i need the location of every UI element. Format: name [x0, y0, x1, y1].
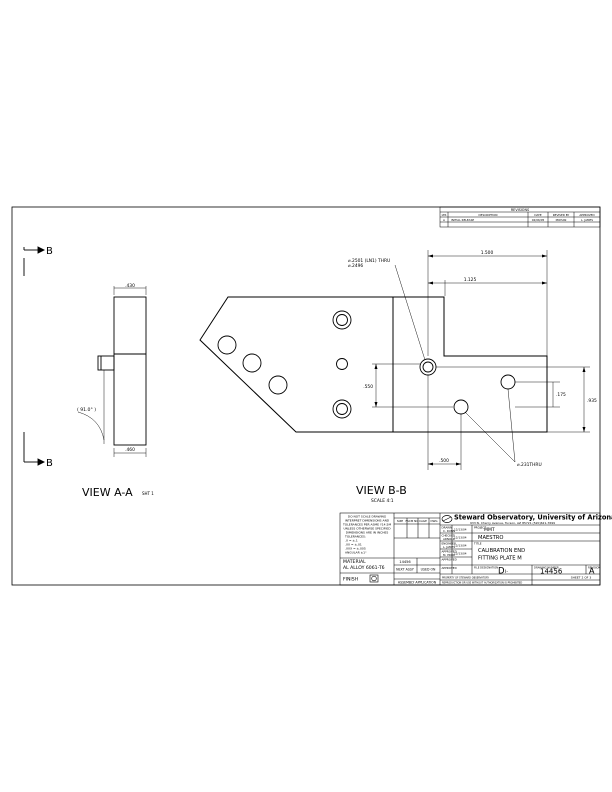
title-note: .XXX = ±.005 [345, 547, 366, 551]
title-note: TOLERANCES: [344, 535, 366, 539]
view-bb-counterbored-holes [332, 310, 352, 419]
revisions-block [439, 206, 601, 228]
view-bb-part-outline [199, 296, 548, 433]
observatory-logo-icon [441, 515, 453, 523]
rev-header-approved: APPROVED [579, 213, 594, 217]
section-marker-bottom [23, 432, 46, 466]
view-aa-dim-top: .430 [125, 283, 135, 289]
rev-header-description: DESCRIPTION [479, 213, 498, 217]
title-note: DO NOT SCALE DRAWING [348, 515, 387, 519]
revision-value: A [589, 567, 595, 576]
section-marker-top [23, 246, 46, 276]
material-label: MATERIAL [343, 559, 366, 565]
title-note: .X = ±.1 [345, 539, 358, 543]
title-note: UNLESS OTHERWISE SPECIFIED [343, 527, 391, 531]
file-designation-value: D [498, 567, 505, 577]
rev-row-revised-by: MOHAN [556, 218, 567, 222]
title-org: Steward Observatory, University of Arizo… [454, 514, 612, 522]
used-on-label: USED ON [421, 568, 436, 572]
rev-row-ltr: A [443, 218, 445, 222]
view-aa-sheet-ref: SHT 1 [142, 491, 154, 496]
drawing-number-label: DRAWING NUMBER [534, 566, 559, 570]
signature-role: CHECKED [442, 534, 456, 538]
title-line1: CALIBRATION END [478, 548, 525, 554]
title-note: TOLERANCES PER ASME Y14.5M [342, 523, 392, 527]
title-note: DIMENSIONS ARE IN INCHES [346, 531, 389, 535]
signature-name: L. JAMES [443, 545, 455, 549]
bb-dim-thru-holes: ⌀.231THRU [517, 462, 542, 468]
next-assy-label: NEXT ASSY [396, 568, 414, 572]
view-bb-label: VIEW B-B [356, 484, 407, 497]
footer-line2: REPRODUCTION OR USE WITHOUT AUTHORIZATIO… [442, 582, 522, 585]
bb-hole-callout-line2: ⌀.2496 [348, 263, 363, 269]
section-marker-bottom-label: B [46, 458, 53, 469]
bb-dim-550: .550 [363, 384, 373, 390]
view-aa-dim-bottom: .460 [125, 447, 135, 453]
signature-role: ENGINEER [442, 542, 456, 546]
rev-header-revised-by: REVISED BY [553, 213, 570, 217]
signature-name: C. DUNN [443, 529, 455, 533]
title-line2: FITTING PLATE M [478, 556, 522, 562]
view-bb-arrowheads [374, 254, 586, 466]
view-bb-scale: SCALE 4:1 [371, 498, 394, 504]
signature-role: DRAWN [442, 526, 453, 530]
finish-symbol-icon [369, 574, 379, 583]
title-block-grid [339, 512, 601, 586]
bb-dim-1125: 1.125 [464, 277, 477, 283]
view-bb-dimensions [372, 250, 590, 470]
title-note: ANGULAR ±1° [345, 551, 367, 555]
revisions-title: REVISIONS [511, 208, 529, 212]
bb-dim-500: .500 [439, 458, 449, 464]
title-notes: DO NOT SCALE DRAWING INTERPRET DIMENSION… [342, 515, 392, 555]
rev-header-ltr: LTR [442, 213, 447, 217]
signature-role: APPROVED [442, 566, 457, 570]
view-aa-dim-angle: ( 91.0° ) [77, 407, 96, 413]
signature-name: ARNOLD [443, 537, 455, 541]
dwg-header: DWG [430, 519, 437, 523]
application-label: ASSEMBLY APPLICATION [398, 581, 437, 585]
size-header: SIZE [397, 519, 404, 523]
bb-hole-callout-line1: ⌀.2501 (LN1) THRU [348, 258, 390, 264]
program-value: MAESTRO [478, 535, 503, 541]
file-designation-label: FILE DESIGNATION [474, 566, 498, 570]
sheet-number: SHEET 2 OF 3 [571, 576, 592, 580]
bb-dim-935: .935 [587, 398, 597, 404]
signature-role: APPROVED [442, 558, 457, 562]
next-assy-value: 14456 [399, 560, 411, 564]
drawing-number-value: 14456 [540, 568, 563, 576]
bb-dim-175: .175 [556, 392, 566, 398]
view-aa-label: VIEW A-A [82, 486, 133, 499]
title-note: .XX = ±.01 [345, 543, 362, 547]
fscm-header: FSCM NO [406, 519, 420, 523]
project-label: PROJECT [474, 526, 486, 530]
rev-row-description: INITIAL RELEASE [451, 218, 474, 222]
signature-date: 12/13/04 [454, 528, 467, 532]
signature-role: APPROVED [442, 550, 457, 554]
view-aa-part [97, 296, 147, 446]
rev-row-date: 02/06/05 [532, 218, 545, 222]
title-label: TITLE [473, 542, 482, 546]
finish-label: FINISH [343, 577, 358, 583]
material-value: AL ALLOY 6061-T6 [343, 565, 385, 571]
sheet-border [11, 206, 601, 586]
signature-name: M. PROD [443, 553, 455, 557]
footer-line1: PROPERTY OF STEWARD OBSERVATORY [442, 577, 490, 580]
cage-header: CAGE [419, 519, 427, 523]
rev-header-date: DATE [534, 213, 542, 217]
signature-date: 12/13/04 [454, 536, 467, 540]
file-designation-suffix: I- [505, 569, 508, 575]
view-bb-through-holes [217, 335, 516, 415]
project-value: MMT [484, 527, 495, 533]
signature-date: 12/13/04 [454, 544, 467, 548]
bb-dim-1500: 1.500 [481, 250, 494, 256]
signature-rows: DRAWN C. DUNN 12/13/04 CHECKED ARNOLD 12… [442, 526, 467, 571]
revision-label: REVISION [588, 566, 600, 570]
view-aa-dimensions [77, 286, 147, 457]
section-marker-top-label: B [46, 246, 53, 257]
signature-date: 12/13/04 [454, 552, 467, 556]
rev-row-approved: L. JAMES [581, 218, 593, 222]
title-note: INTERPRET DIMENSIONS AND [345, 519, 390, 523]
title-org-address: 933 N. Cherry Avenue, Tucson, AZ 85721 (… [470, 521, 555, 525]
